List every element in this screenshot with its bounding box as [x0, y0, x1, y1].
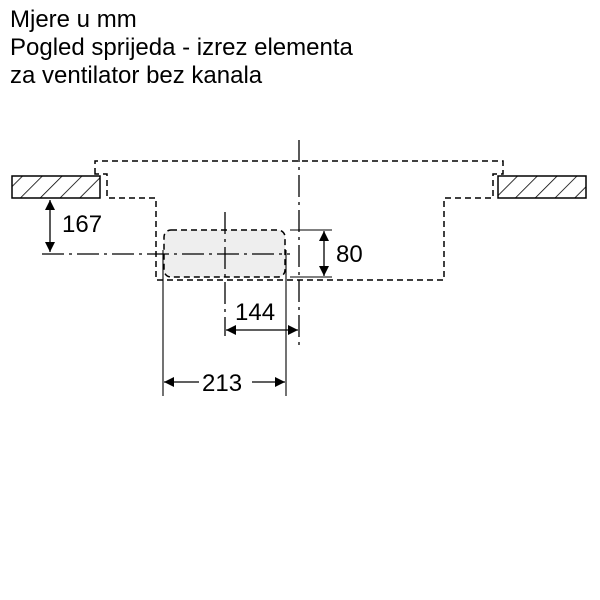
hob-outline	[94, 160, 504, 281]
dimension-144: 144	[226, 299, 298, 335]
dimension-167-label: 167	[62, 211, 102, 238]
worktop-right	[497, 175, 587, 199]
dimension-144-label: 144	[235, 299, 275, 326]
units-label: Mjere u mm	[10, 6, 137, 33]
worktop-left	[11, 175, 101, 199]
dimension-80-label: 80	[336, 241, 363, 268]
dimension-213: 213	[162, 250, 287, 397]
dimension-213-label: 213	[202, 370, 242, 397]
subtitle-line-1: Pogled sprijeda - izrez elementa	[10, 34, 353, 61]
title-block: Mjere u mm Pogled sprijeda - izrez eleme…	[10, 6, 353, 90]
dimension-80: 80	[290, 229, 363, 278]
dimension-167: 167	[45, 200, 102, 252]
subtitle-line-2: za ventilator bez kanala	[10, 62, 263, 89]
